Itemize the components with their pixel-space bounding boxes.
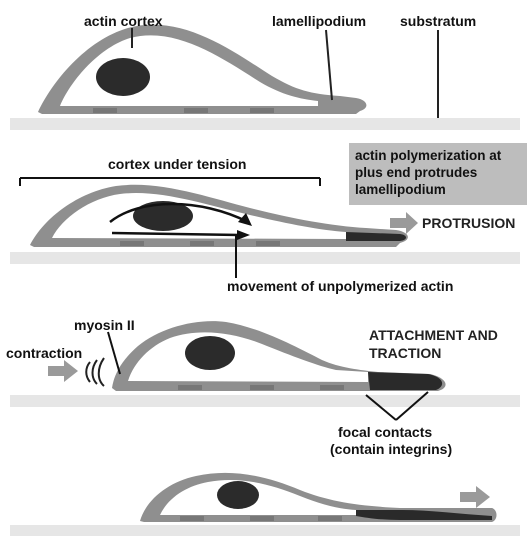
label-attachment-1: ATTACHMENT AND: [369, 327, 498, 343]
focal-feet: [250, 108, 274, 113]
focal-feet: [120, 241, 144, 246]
label-focal-2: (contain integrins): [330, 441, 452, 457]
nucleus: [96, 58, 150, 96]
nucleus: [185, 336, 235, 370]
label-substratum: substratum: [400, 13, 476, 29]
focal-feet: [180, 516, 204, 521]
substratum-bar: [10, 252, 520, 264]
focal-feet: [93, 108, 117, 113]
contraction-wave-icon: [99, 358, 104, 386]
contraction-wave-icon: [86, 362, 90, 382]
note-line-2: plus end protrudes: [355, 165, 477, 180]
focal-feet: [250, 516, 274, 521]
panel-1: actin cortex lamellipodium substratum: [10, 13, 520, 130]
focal-feet: [318, 516, 342, 521]
note-line-1: actin polymerization at: [355, 148, 502, 163]
focal-feet: [178, 385, 202, 390]
substratum-bar: [10, 118, 520, 130]
label-movement: movement of unpolymerized actin: [227, 278, 453, 294]
label-lamellipodium: lamellipodium: [272, 13, 366, 29]
label-contraction: contraction: [6, 345, 82, 361]
panel-4: [10, 473, 520, 536]
substratum-bar: [10, 395, 520, 407]
label-focal-1: focal contacts: [338, 424, 432, 440]
leader-myosin: [108, 332, 120, 374]
label-myosin: myosin II: [74, 317, 135, 333]
migration-arrow: [460, 486, 490, 508]
substratum-bar: [10, 525, 520, 536]
contraction-wave-icon: [93, 360, 98, 384]
panel-2: cortex under tension actin polymerizatio…: [10, 143, 527, 294]
focal-feet: [256, 241, 280, 246]
panel-3: contraction myosin II ATTACHMENT AND TRA…: [6, 317, 520, 457]
label-protrusion: PROTRUSION: [422, 215, 515, 231]
actin-attachment-tip: [368, 372, 442, 390]
label-cortex-under-tension: cortex under tension: [108, 156, 246, 172]
contraction-arrow: [48, 360, 78, 382]
focal-feet: [184, 108, 208, 113]
label-actin-cortex: actin cortex: [84, 13, 163, 29]
leader-lamellipodium: [326, 30, 332, 100]
nucleus: [217, 481, 259, 509]
focal-feet: [320, 385, 344, 390]
focal-feet: [190, 241, 214, 246]
label-attachment-2: TRACTION: [369, 345, 441, 361]
note-line-3: lamellipodium: [355, 182, 446, 197]
focal-feet: [250, 385, 274, 390]
